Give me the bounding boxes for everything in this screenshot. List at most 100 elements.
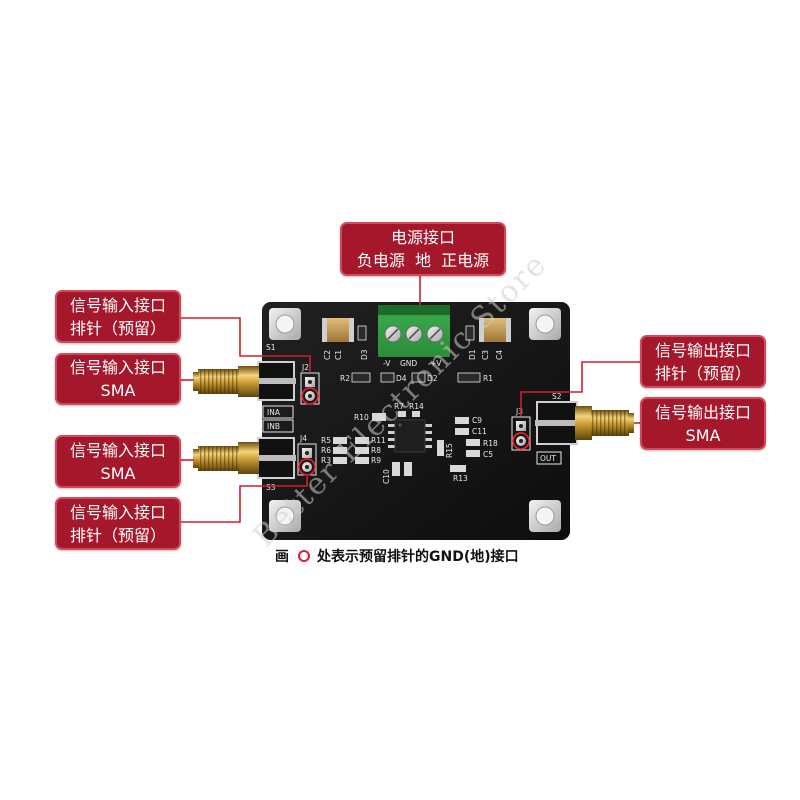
header-pin-hole xyxy=(305,451,309,455)
screw-icon xyxy=(384,325,402,343)
input-header-j2 xyxy=(300,372,320,405)
silk-label: R3 xyxy=(321,456,331,465)
silk-label: D1 xyxy=(468,349,477,360)
silk-label: R10 xyxy=(354,413,369,422)
amplifier-ic xyxy=(388,419,432,453)
callout-title: 信号输入接口 xyxy=(69,440,166,460)
silk-label: R18 xyxy=(483,439,498,448)
smd-pad xyxy=(398,411,406,417)
ic-pin xyxy=(388,445,396,448)
silk-label: R15 xyxy=(445,443,454,458)
silk-label: D3 xyxy=(360,349,369,360)
caption-suffix: 处表示预留排针的GND(地)接口 xyxy=(317,549,519,565)
smd-resistor xyxy=(457,372,481,383)
callout-subtitle: 排针（预留） xyxy=(69,525,166,545)
sma-thread-lines xyxy=(198,369,239,394)
sma-tip xyxy=(628,413,634,433)
screw-icon xyxy=(405,325,423,343)
silk-label: C9 xyxy=(472,416,482,425)
leader-line-input-header-top xyxy=(181,317,311,372)
capacitor-body xyxy=(479,318,511,342)
header-pin-hole xyxy=(519,439,523,443)
capacitor-left xyxy=(322,318,354,342)
callout-power: 电源接口 负电源 地 正电源 xyxy=(340,222,506,276)
callout-input-header-top: 信号输入接口 排针（预留） xyxy=(55,290,181,343)
smd-diode xyxy=(411,372,426,383)
silk-label: INB xyxy=(267,422,280,431)
smd-pad xyxy=(466,450,480,457)
smd-pad xyxy=(392,462,400,476)
smd-resistor xyxy=(351,372,371,383)
silk-label: R7 xyxy=(394,402,404,411)
silk-label: C10 xyxy=(382,469,391,484)
capacitor-end xyxy=(322,318,327,342)
sma-center-strip xyxy=(258,455,296,461)
silk-label: D2 xyxy=(427,374,438,383)
callout-subtitle: SMA xyxy=(100,463,136,483)
screw-slot xyxy=(408,328,420,340)
sma-nut xyxy=(238,442,259,474)
callout-title: 信号输出接口 xyxy=(654,402,751,422)
smd-pad xyxy=(412,411,420,417)
header-outline xyxy=(511,416,531,451)
red-circle-icon xyxy=(512,432,530,450)
ic-pin xyxy=(424,438,432,441)
power-terminal-block xyxy=(378,305,450,357)
sma-center-strip xyxy=(535,420,577,426)
silk-label: R13 xyxy=(453,474,468,483)
caption-prefix: 画 xyxy=(275,549,289,565)
output-header-j3 xyxy=(511,416,531,451)
sma-thread-lines xyxy=(591,410,629,436)
callout-subtitle: SMA xyxy=(100,381,136,400)
callout-output-sma: 信号输出接口 SMA xyxy=(640,397,766,450)
sma-thread-lines xyxy=(198,446,239,471)
silk-label: R1 xyxy=(483,374,493,383)
input-header-j4 xyxy=(297,443,317,476)
smd-pad xyxy=(455,428,469,435)
screw-slot xyxy=(387,328,399,340)
capacitor-body xyxy=(322,318,354,342)
header-pin-hole xyxy=(308,394,312,398)
callout-output-header: 信号输出接口 排针（预留） xyxy=(640,335,766,388)
sma-tip xyxy=(193,372,199,391)
callout-input-sma-top: 信号输入接口 SMA xyxy=(55,353,181,405)
silk-label: C2 xyxy=(323,350,332,360)
smd-pad xyxy=(466,439,480,446)
smd-pad xyxy=(372,413,386,421)
mounting-hole xyxy=(535,314,555,334)
smd-pad xyxy=(355,457,369,464)
smd-pad xyxy=(333,447,347,454)
header-pin-hole xyxy=(519,424,523,428)
ic-pin xyxy=(424,431,432,434)
sma-center-strip xyxy=(258,378,296,384)
ic-pin xyxy=(424,445,432,448)
callout-title: 信号输入接口 xyxy=(69,295,166,315)
ic-pin xyxy=(388,438,396,441)
silk-label: C1 xyxy=(334,350,343,360)
smd-pad xyxy=(450,465,466,472)
callout-subtitle: SMA xyxy=(685,425,721,445)
sma-tip xyxy=(193,449,199,468)
sma-connector-icon xyxy=(193,437,296,479)
inb-label-frame xyxy=(262,419,294,433)
mounting-hole-icon xyxy=(269,500,301,532)
screw-icon xyxy=(426,325,444,343)
capacitor-end xyxy=(506,318,511,342)
smd-diode xyxy=(465,325,475,341)
silk-label: R14 xyxy=(409,402,424,411)
smd-pad xyxy=(355,437,369,444)
header-pin-hole xyxy=(308,380,312,384)
silk-label: S1 xyxy=(266,343,276,352)
ic-pin xyxy=(424,424,432,427)
leader-line-output-header xyxy=(520,361,640,416)
smd-pad xyxy=(333,457,347,464)
leader-lines xyxy=(181,276,640,523)
callout-title: 电源接口 xyxy=(390,228,455,247)
callout-subtitle: 排针（预留） xyxy=(69,318,166,338)
silk-label: +V xyxy=(430,359,442,368)
callout-title: 信号输入接口 xyxy=(69,358,166,377)
silk-label: C5 xyxy=(483,450,493,459)
mounting-hole-icon xyxy=(529,308,561,340)
red-circle-icon xyxy=(298,458,316,476)
